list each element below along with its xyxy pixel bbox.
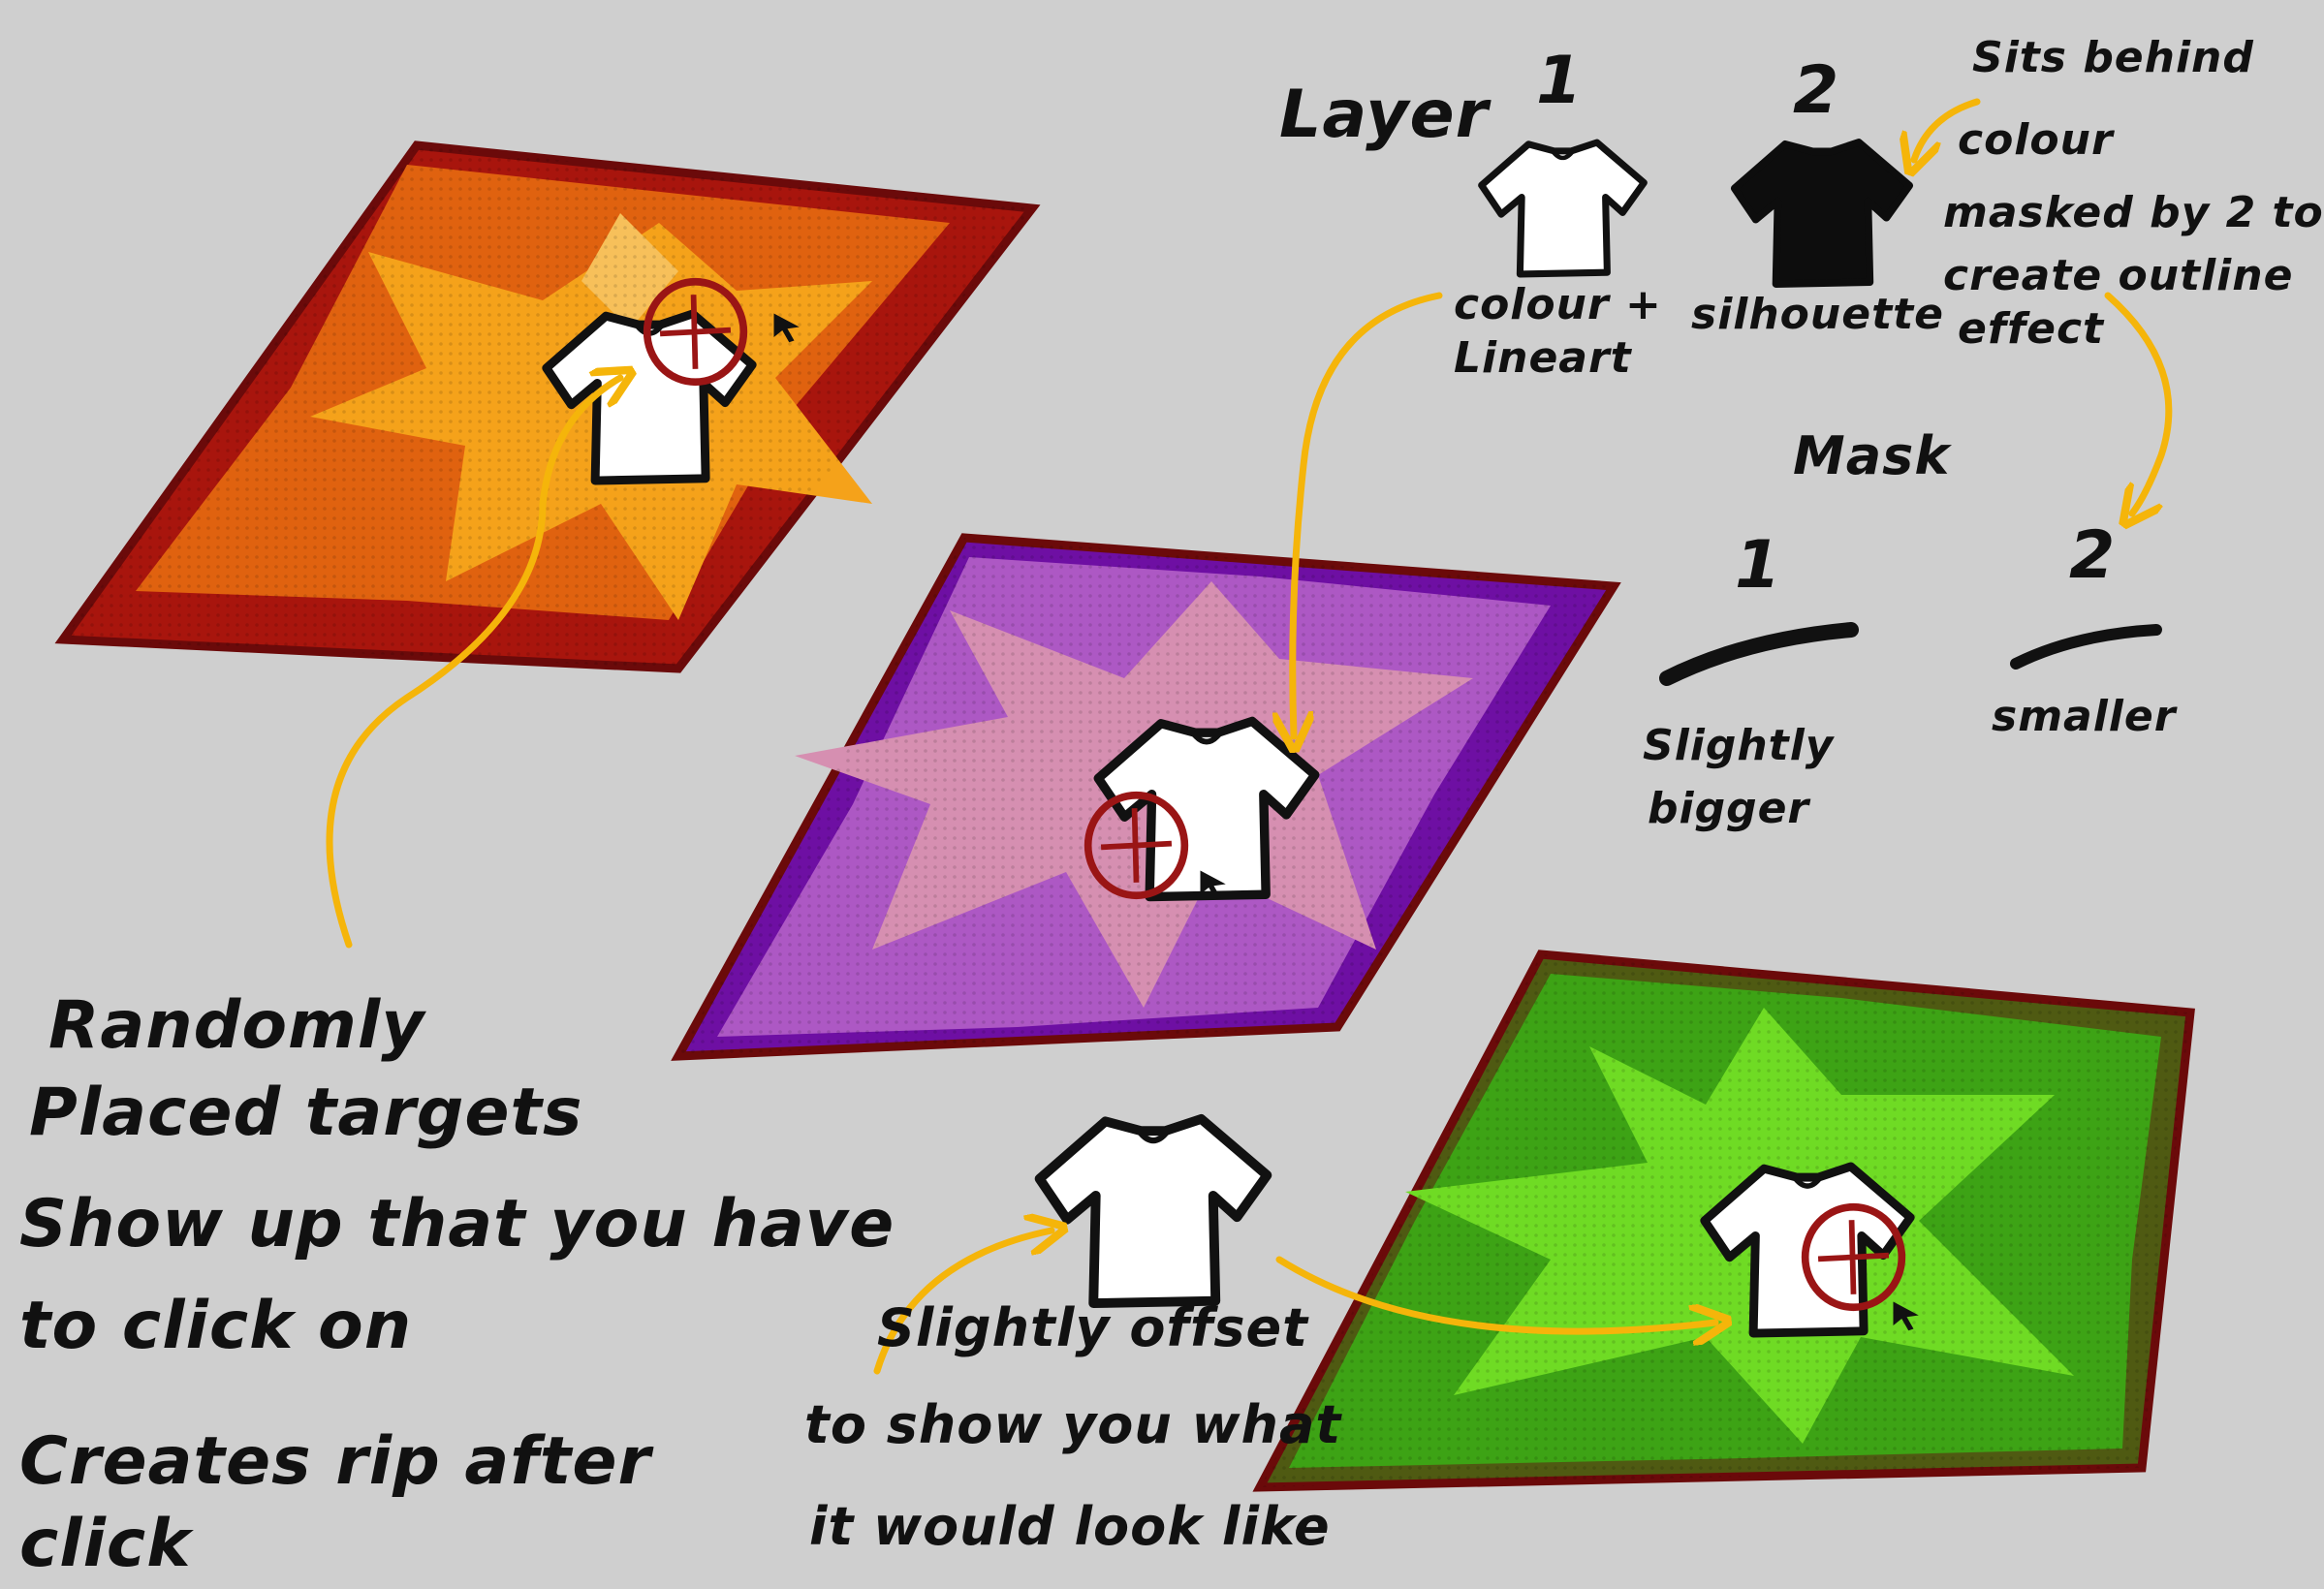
mask-2-number: 2: [2069, 517, 2117, 594]
layer-2-number: 2: [1793, 52, 1840, 129]
masked-line3: effect: [1958, 304, 2105, 354]
offset-line3: it would look like: [809, 1496, 1331, 1557]
masked-line2: create outline: [1943, 251, 2294, 300]
layer-heading: Layer: [1279, 77, 1490, 153]
target-reticle-icon[interactable]: [647, 282, 744, 383]
tshirt-icon: [1040, 1119, 1268, 1303]
rip-line1: Creates rip after: [19, 1423, 652, 1500]
sits-behind-line1: Sits behind: [1972, 33, 2254, 82]
mask-heading: Mask: [1793, 425, 1951, 486]
tshirt-silhouette-icon: [1735, 142, 1910, 284]
offset-line2: to show you what: [804, 1394, 1342, 1455]
show-up-line2: to click on: [19, 1288, 413, 1364]
masked-line1: masked by 2 to: [1943, 188, 2324, 237]
rip-line2: click: [19, 1506, 192, 1582]
arrow-icon: [326, 98, 2173, 1375]
random-line1: Randomly: [48, 987, 425, 1064]
tshirt-icon: [1482, 142, 1645, 274]
mask-2-stroke: [2010, 624, 2162, 670]
sits-behind-line2: colour: [1958, 115, 2114, 165]
random-line2: Placed targets: [29, 1075, 583, 1151]
mask-1-number: 1: [1735, 527, 1782, 604]
layer-2-caption: silhouette: [1691, 290, 1944, 339]
tile-red: [54, 140, 1041, 673]
target-reticle-icon[interactable]: [1806, 1207, 1902, 1308]
target-reticle-icon[interactable]: [1088, 795, 1185, 896]
mask-1-caption-line2: bigger: [1648, 784, 1810, 833]
mask-2-caption: smaller: [1992, 692, 2177, 741]
mask-1-caption-line1: Slightly: [1643, 721, 1835, 770]
layer-1-caption-line2: Lineart: [1454, 333, 1632, 383]
show-up-line1: Show up that you have: [19, 1186, 895, 1262]
mask-1-stroke: [1659, 622, 1859, 686]
layer-1-number: 1: [1536, 43, 1584, 119]
offset-line1: Slightly offset: [877, 1297, 1308, 1358]
layer-1-caption-line1: colour +: [1454, 280, 1662, 329]
